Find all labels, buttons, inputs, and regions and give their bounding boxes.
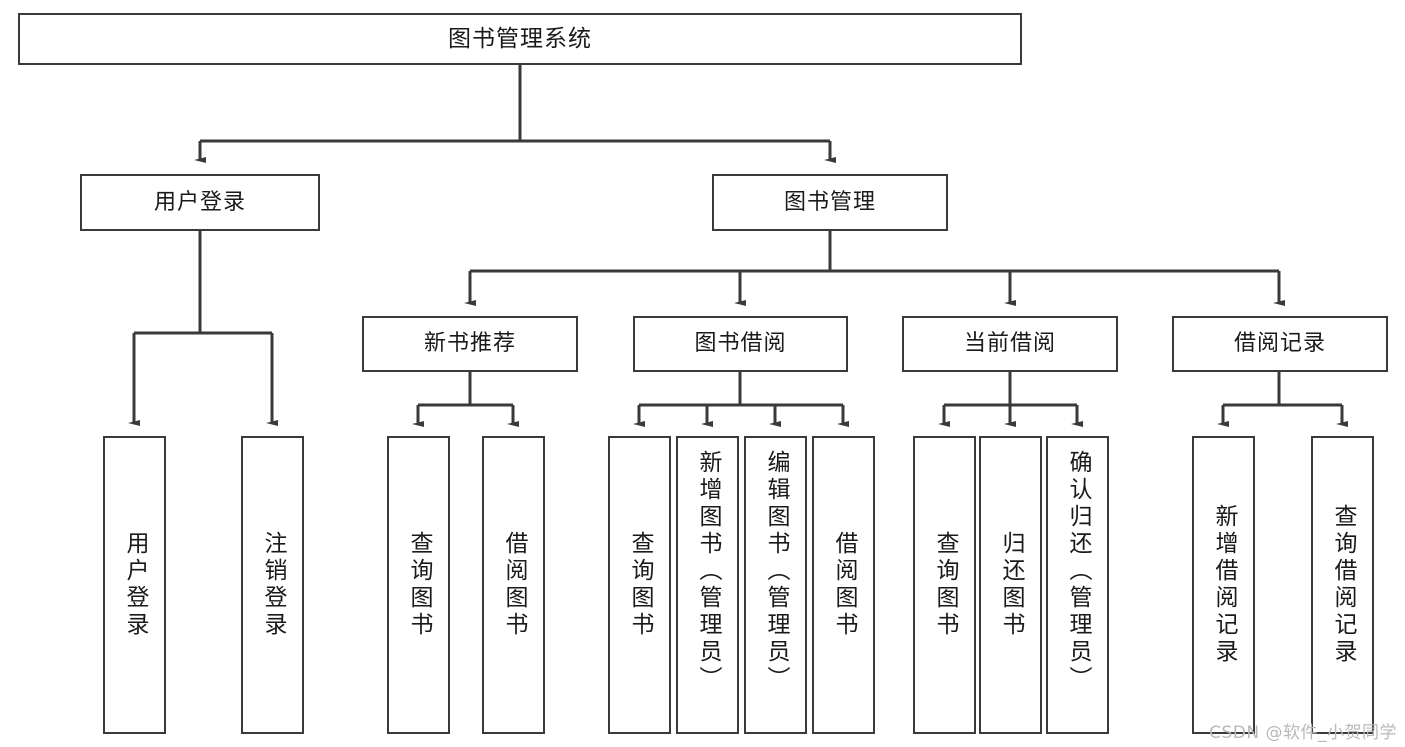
node-book-management[interactable]: 图书管理 xyxy=(712,174,948,231)
leaf-current-query-book[interactable]: 查询图书 xyxy=(913,436,976,734)
node-label: 编辑图书（管理员） xyxy=(763,450,789,693)
node-label: 当前借阅 xyxy=(963,331,1056,357)
leaf-recommend-query-book[interactable]: 查询图书 xyxy=(387,436,450,734)
node-current-borrow[interactable]: 当前借阅 xyxy=(902,316,1118,372)
leaf-current-confirm-return-admin[interactable]: 确认归还（管理员） xyxy=(1046,436,1109,734)
node-label: 图书借阅 xyxy=(694,331,787,357)
node-book-borrow[interactable]: 图书借阅 xyxy=(633,316,848,372)
node-label: 查询图书 xyxy=(932,531,958,639)
leaf-user-login-logout[interactable]: 注销登录 xyxy=(241,436,304,734)
node-label: 新增借阅记录 xyxy=(1211,504,1237,666)
leaf-borrow-query-book[interactable]: 查询图书 xyxy=(608,436,671,734)
leaf-borrow-borrow-book[interactable]: 借阅图书 xyxy=(812,436,875,734)
leaf-borrow-edit-book-admin[interactable]: 编辑图书（管理员） xyxy=(744,436,807,734)
leaf-user-login-login[interactable]: 用户登录 xyxy=(103,436,166,734)
leaf-borrow-add-book-admin[interactable]: 新增图书（管理员） xyxy=(676,436,739,734)
node-label: 查询图书 xyxy=(627,531,653,639)
node-label: 新书推荐 xyxy=(423,331,516,357)
node-label: 查询图书 xyxy=(406,531,432,639)
node-label: 注销登录 xyxy=(260,531,286,639)
node-label: 新增图书（管理员） xyxy=(695,450,721,693)
node-user-login[interactable]: 用户登录 xyxy=(80,174,320,231)
leaf-recommend-borrow-book[interactable]: 借阅图书 xyxy=(482,436,545,734)
node-borrow-record[interactable]: 借阅记录 xyxy=(1172,316,1388,372)
node-label: 用户登录 xyxy=(122,531,148,639)
leaf-current-return-book[interactable]: 归还图书 xyxy=(979,436,1042,734)
node-label: 图书管理 xyxy=(783,189,876,215)
node-root-book-management-system[interactable]: 图书管理系统 xyxy=(18,13,1022,65)
node-label: 用户登录 xyxy=(153,189,246,215)
node-label: 确认归还（管理员） xyxy=(1065,450,1091,693)
node-label: 图书管理系统 xyxy=(448,25,592,52)
node-label: 借阅图书 xyxy=(501,531,527,639)
node-label: 借阅记录 xyxy=(1233,331,1326,357)
node-label: 归还图书 xyxy=(998,531,1024,639)
leaf-record-query-record[interactable]: 查询借阅记录 xyxy=(1311,436,1374,734)
node-label: 查询借阅记录 xyxy=(1330,504,1356,666)
node-label: 借阅图书 xyxy=(831,531,857,639)
watermark: CSDN @软件_小贺同学 xyxy=(1209,723,1397,743)
leaf-record-add-record[interactable]: 新增借阅记录 xyxy=(1192,436,1255,734)
node-new-book-recommend[interactable]: 新书推荐 xyxy=(362,316,578,372)
